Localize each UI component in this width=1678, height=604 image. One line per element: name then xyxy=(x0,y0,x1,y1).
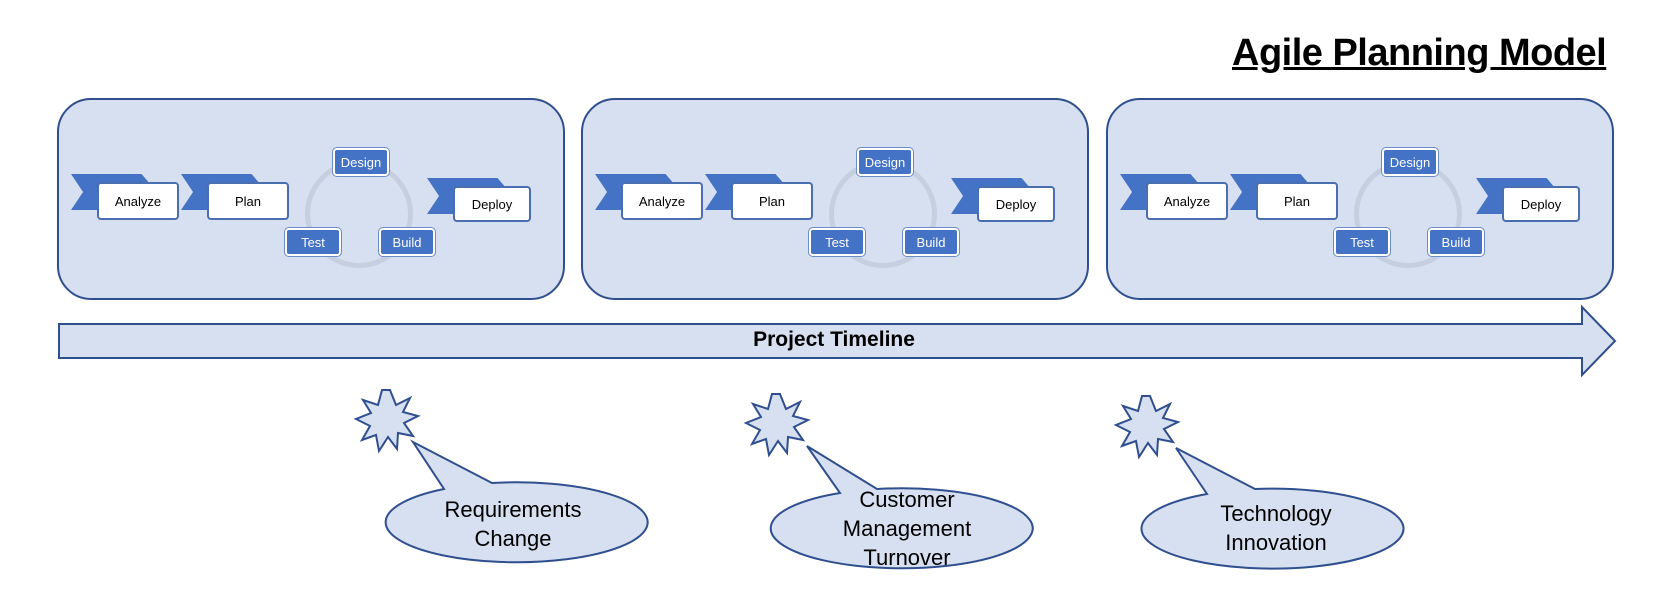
explosion-icon xyxy=(1113,395,1181,460)
iteration-panel-3: Analyze Plan Design Test Build Deploy xyxy=(1106,98,1614,300)
iteration-panel-2: Analyze Plan Design Test Build Deploy xyxy=(581,98,1089,300)
speech-bubble xyxy=(1140,447,1405,570)
iteration-panel-1: Analyze Plan Design Test Build Deploy xyxy=(57,98,565,300)
plan-step: Plan xyxy=(731,182,813,220)
deploy-step: Deploy xyxy=(1502,186,1580,222)
test-step: Test xyxy=(809,228,865,256)
test-step: Test xyxy=(285,228,341,256)
plan-step: Plan xyxy=(207,182,289,220)
analyze-step: Analyze xyxy=(621,182,703,220)
event-requirements-change: Requirements Change xyxy=(444,497,582,551)
analyze-step: Analyze xyxy=(97,182,179,220)
test-step: Test xyxy=(1334,228,1390,256)
design-step: Design xyxy=(333,148,389,176)
page-title: Agile Planning Model xyxy=(1232,32,1607,74)
explosion-icon xyxy=(353,389,421,454)
deploy-step: Deploy xyxy=(453,186,531,222)
event-customer-management-turnover: Customer Management Turnover xyxy=(842,487,972,570)
speech-bubble xyxy=(384,439,649,564)
event-technology-innovation: Technology Innovation xyxy=(1220,501,1332,555)
design-step: Design xyxy=(1382,148,1438,176)
analyze-step: Analyze xyxy=(1146,182,1228,220)
deploy-step: Deploy xyxy=(977,186,1055,222)
build-step: Build xyxy=(379,228,435,256)
plan-step: Plan xyxy=(1256,182,1338,220)
design-step: Design xyxy=(857,148,913,176)
explosion-icon xyxy=(743,393,811,458)
build-step: Build xyxy=(1428,228,1484,256)
speech-bubble xyxy=(769,445,1034,570)
build-step: Build xyxy=(903,228,959,256)
